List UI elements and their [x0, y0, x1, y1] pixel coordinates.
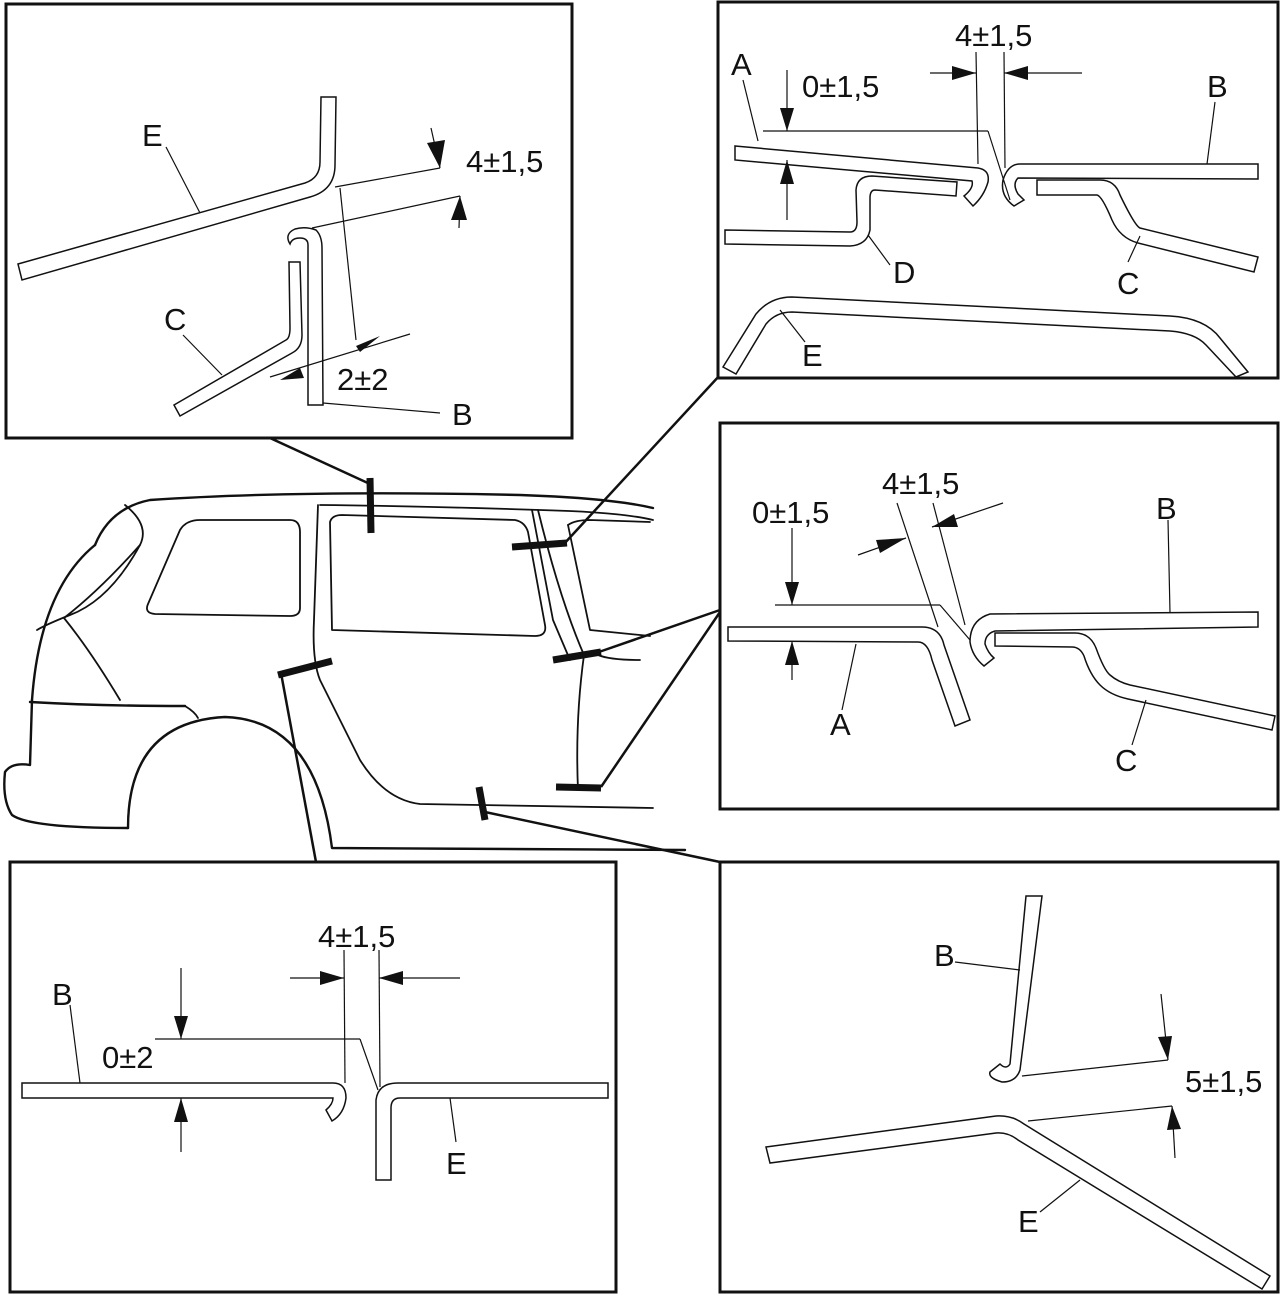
- dim-bl-gap: 4±1,5: [318, 919, 395, 954]
- label-e-sill: E: [1018, 1204, 1039, 1239]
- detail-panel-roof: E C B 4±1,5 2±2: [4, 2, 574, 440]
- label-e-lower-front: E: [446, 1146, 467, 1181]
- dim-mr-flush: 0±1,5: [752, 495, 829, 530]
- label-c-roof: C: [164, 302, 186, 337]
- leader-lines: [269, 374, 722, 864]
- label-b-lower-front: B: [52, 977, 73, 1012]
- dim-tr-flush: 0±1,5: [802, 69, 879, 104]
- detail-panel-sill: B E 5±1,5: [718, 860, 1280, 1294]
- dim-tl-bottom: 2±2: [337, 362, 389, 397]
- label-b-upper: B: [1207, 69, 1228, 104]
- detail-panel-upper-pillar: A B D C E 4±1,5 0±1,5: [716, 0, 1280, 380]
- dim-tr-gap: 4±1,5: [955, 18, 1032, 53]
- label-e-upper: E: [802, 338, 823, 373]
- label-c-mid: C: [1115, 743, 1137, 778]
- car-rear-side-outline: [3, 492, 687, 852]
- section-marks: [277, 477, 602, 821]
- label-b-mid: B: [1156, 491, 1177, 526]
- dim-tl-top: 4±1,5: [466, 144, 543, 179]
- label-c-upper: C: [1117, 266, 1139, 301]
- label-d-upper: D: [893, 255, 915, 290]
- label-a-mid: A: [830, 707, 851, 742]
- label-b-sill: B: [934, 938, 955, 973]
- dim-mr-gap: 4±1,5: [882, 466, 959, 501]
- detail-panel-mid-pillar: B A C 4±1,5 0±1,5: [718, 421, 1280, 811]
- label-a-upper: A: [731, 47, 752, 82]
- dim-bl-flush: 0±2: [102, 1040, 154, 1075]
- detail-panel-lower-front: B E 4±1,5 0±2: [8, 860, 618, 1294]
- label-b-roof: B: [452, 397, 473, 432]
- label-e-roof: E: [142, 118, 163, 153]
- dim-br-gap: 5±1,5: [1185, 1064, 1262, 1099]
